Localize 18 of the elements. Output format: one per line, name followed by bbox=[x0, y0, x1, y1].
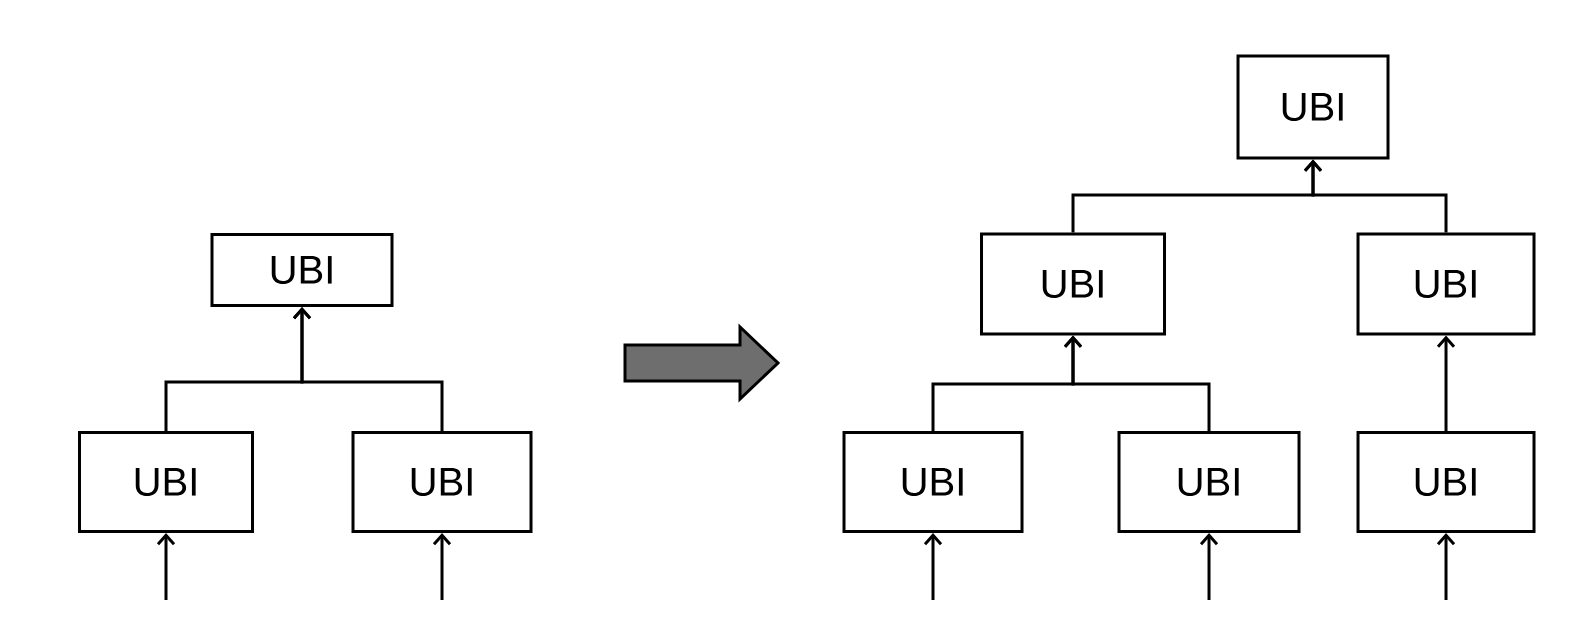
process-box: UBI bbox=[980, 232, 1166, 336]
arrow bbox=[1303, 159, 1448, 233]
process-box: UBI bbox=[210, 233, 394, 307]
arrow bbox=[156, 533, 176, 600]
arrow bbox=[923, 533, 943, 600]
arrow bbox=[1436, 335, 1456, 431]
process-box: UBI bbox=[1356, 431, 1536, 533]
process-box: UBI bbox=[1356, 232, 1536, 336]
arrow bbox=[1199, 533, 1219, 600]
arrow bbox=[292, 307, 444, 431]
process-box: UBI bbox=[78, 431, 254, 533]
process-box: UBI bbox=[351, 431, 533, 533]
arrow bbox=[1063, 335, 1211, 431]
process-box: UBI bbox=[1236, 54, 1390, 160]
arrow bbox=[432, 533, 452, 600]
process-box: UBI bbox=[842, 431, 1024, 533]
arrow bbox=[1436, 533, 1456, 600]
process-box: UBI bbox=[1117, 431, 1301, 533]
